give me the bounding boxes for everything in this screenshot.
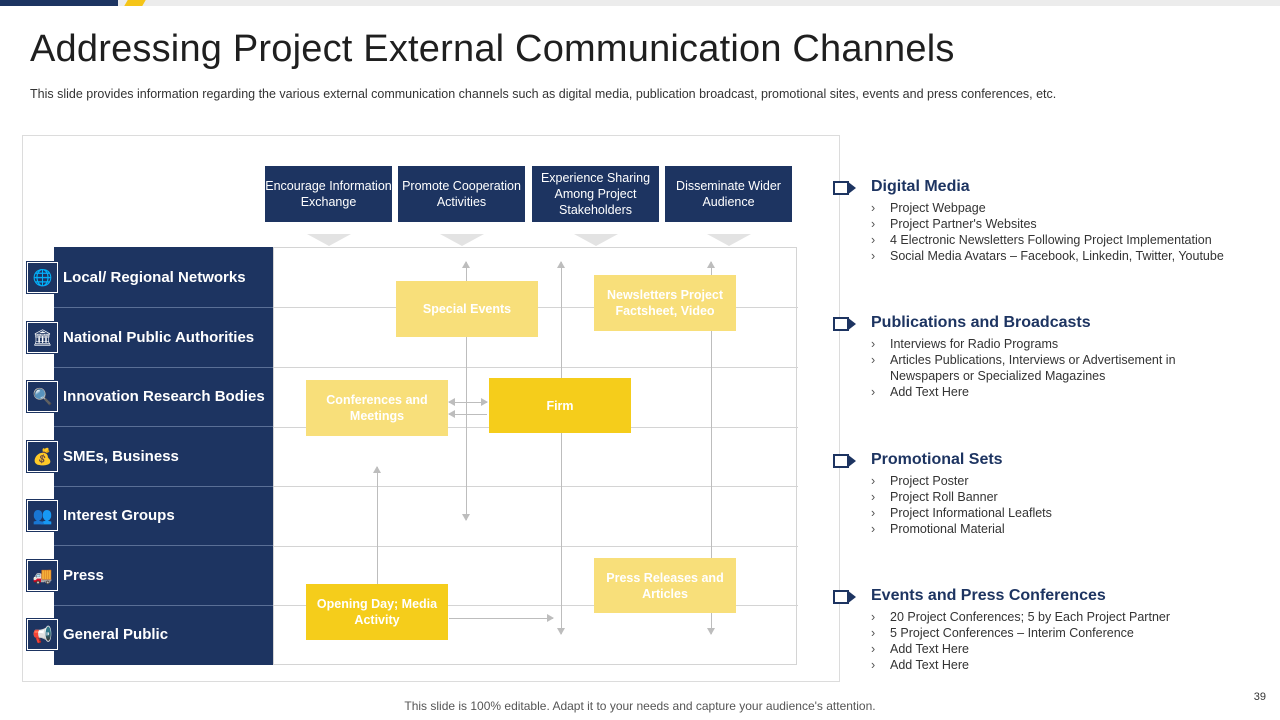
slide-title: Addressing Project External Communicatio… xyxy=(30,28,955,70)
row-separator xyxy=(54,307,273,308)
page-number: 39 xyxy=(1253,691,1266,703)
top-accent-gold xyxy=(124,0,146,6)
list-item: 20 Project Conferences; 5 by Each Projec… xyxy=(871,609,1261,625)
row-label-national-public-authorities: National Public Authorities xyxy=(63,329,255,346)
column-pointer xyxy=(307,234,351,246)
row-label-general-public: General Public xyxy=(63,626,169,643)
connector-arrow xyxy=(449,614,554,622)
section-list: Project Poster Project Roll Banner Proje… xyxy=(871,473,1261,537)
section-tag-icon xyxy=(833,590,856,604)
slide-subtitle: This slide provides information regardin… xyxy=(30,87,1057,101)
section-title: Events and Press Conferences xyxy=(871,587,1106,604)
column-pointer xyxy=(574,234,618,246)
section-title: Digital Media xyxy=(871,178,970,195)
list-item: Add Text Here xyxy=(871,657,1261,673)
list-item: Project Webpage xyxy=(871,200,1261,216)
grid-line xyxy=(274,546,798,547)
research-magnifier-icon: 🔍 xyxy=(26,380,59,413)
megaphone-crowd-icon: 📢 xyxy=(26,618,59,651)
section-tag-icon xyxy=(833,317,856,331)
list-item: Articles Publications, Interviews or Adv… xyxy=(871,352,1201,384)
press-truck-icon: 🚚 xyxy=(26,559,59,592)
group-people-icon: 👥 xyxy=(26,499,59,532)
top-accent-bar xyxy=(0,0,1280,6)
row-label-innovation-research-bodies: Innovation Research Bodies xyxy=(63,388,265,405)
grid-line xyxy=(274,486,798,487)
column-pointer xyxy=(440,234,484,246)
row-label-smes-business: SMEs, Business xyxy=(63,448,179,465)
list-item: Project Informational Leaflets xyxy=(871,505,1261,521)
connector-arrow xyxy=(557,261,565,635)
connector-arrow xyxy=(448,410,487,418)
box-firm: Firm xyxy=(489,378,631,433)
top-accent-navy xyxy=(0,0,118,6)
slide-footer: This slide is 100% editable. Adapt it to… xyxy=(404,699,876,713)
grid-line xyxy=(274,605,798,606)
box-press-releases: Press Releases and Articles xyxy=(594,558,736,613)
row-label-press: Press xyxy=(63,567,104,584)
list-item: Project Poster xyxy=(871,473,1261,489)
column-header-disseminate: Disseminate Wider Audience xyxy=(665,166,792,222)
list-item: 5 Project Conferences – Interim Conferen… xyxy=(871,625,1261,641)
column-pointer xyxy=(707,234,751,246)
section-tag-icon xyxy=(833,454,856,468)
hand-money-icon: 💰 xyxy=(26,440,59,473)
box-conferences-meetings: Conferences and Meetings xyxy=(306,380,448,436)
list-item: Promotional Material xyxy=(871,521,1261,537)
connector-arrow xyxy=(373,466,381,585)
section-list: Project Webpage Project Partner's Websit… xyxy=(871,200,1261,264)
column-header-encourage: Encourage Information Exchange xyxy=(265,166,392,222)
section-list: Interviews for Radio Programs Articles P… xyxy=(871,336,1201,400)
government-building-icon: 🏛 xyxy=(26,321,59,354)
box-newsletters: Newsletters Project Factsheet, Video xyxy=(594,275,736,331)
column-header-experience: Experience Sharing Among Project Stakeho… xyxy=(532,166,659,222)
grid-line xyxy=(274,367,798,368)
connector-arrow xyxy=(707,261,715,635)
box-special-events: Special Events xyxy=(396,281,538,337)
column-header-promote: Promote Cooperation Activities xyxy=(398,166,525,222)
row-label-interest-groups: Interest Groups xyxy=(63,507,175,524)
section-list: 20 Project Conferences; 5 by Each Projec… xyxy=(871,609,1261,673)
row-label-local-regional-networks: Local/ Regional Networks xyxy=(63,269,246,286)
list-item: Social Media Avatars – Facebook, Linkedi… xyxy=(871,248,1261,264)
list-item: Project Roll Banner xyxy=(871,489,1261,505)
row-separator xyxy=(54,426,273,427)
row-separator xyxy=(54,486,273,487)
section-tag-icon xyxy=(833,181,856,195)
list-item: Interviews for Radio Programs xyxy=(871,336,1201,352)
row-separator xyxy=(54,545,273,546)
list-item: Add Text Here xyxy=(871,641,1261,657)
row-separator xyxy=(54,367,273,368)
list-item: Add Text Here xyxy=(871,384,1201,400)
list-item: 4 Electronic Newsletters Following Proje… xyxy=(871,232,1261,248)
row-labels-column xyxy=(54,247,273,665)
list-item: Project Partner's Websites xyxy=(871,216,1261,232)
box-opening-day: Opening Day; Media Activity xyxy=(306,584,448,640)
connector-arrow xyxy=(448,398,488,406)
row-separator xyxy=(54,605,273,606)
section-title: Publications and Broadcasts xyxy=(871,314,1091,331)
connector-arrow xyxy=(462,261,470,521)
globe-icon: 🌐 xyxy=(26,261,59,294)
section-title: Promotional Sets xyxy=(871,451,1003,468)
